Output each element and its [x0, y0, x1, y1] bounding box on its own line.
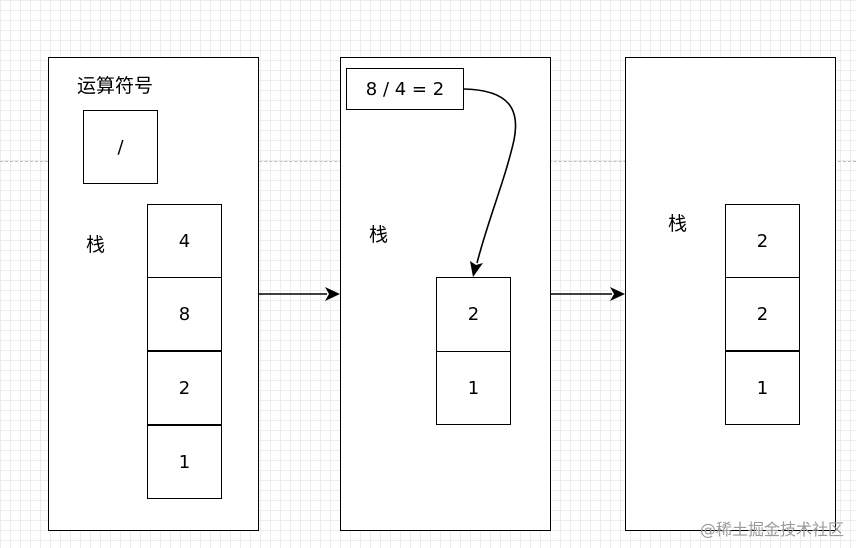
expression-box: 8 / 4 = 2 — [346, 68, 464, 110]
arrow-panel2-to-panel3 — [551, 287, 625, 301]
operator-box: / — [83, 110, 158, 184]
stack-cell: 2 — [436, 277, 511, 352]
operator-label: 运算符号 — [77, 75, 154, 97]
stack-label-1: 栈 — [86, 234, 106, 256]
stack-cell: 8 — [147, 277, 222, 351]
stack-cell: 4 — [147, 204, 222, 278]
stack-cell: 2 — [725, 277, 800, 351]
stack-cell: 1 — [436, 351, 511, 425]
stack-cell: 1 — [725, 351, 800, 425]
watermark: @稀土掘金技术社区 — [699, 520, 844, 539]
stack-label-2: 栈 — [369, 224, 389, 246]
stack-cell: 1 — [147, 425, 222, 499]
stack-cell: 2 — [147, 351, 222, 425]
panel-step-3 — [625, 57, 836, 531]
stack-cell: 2 — [725, 204, 800, 278]
arrow-panel1-to-panel2 — [259, 287, 340, 301]
stack-label-3: 栈 — [668, 213, 688, 235]
